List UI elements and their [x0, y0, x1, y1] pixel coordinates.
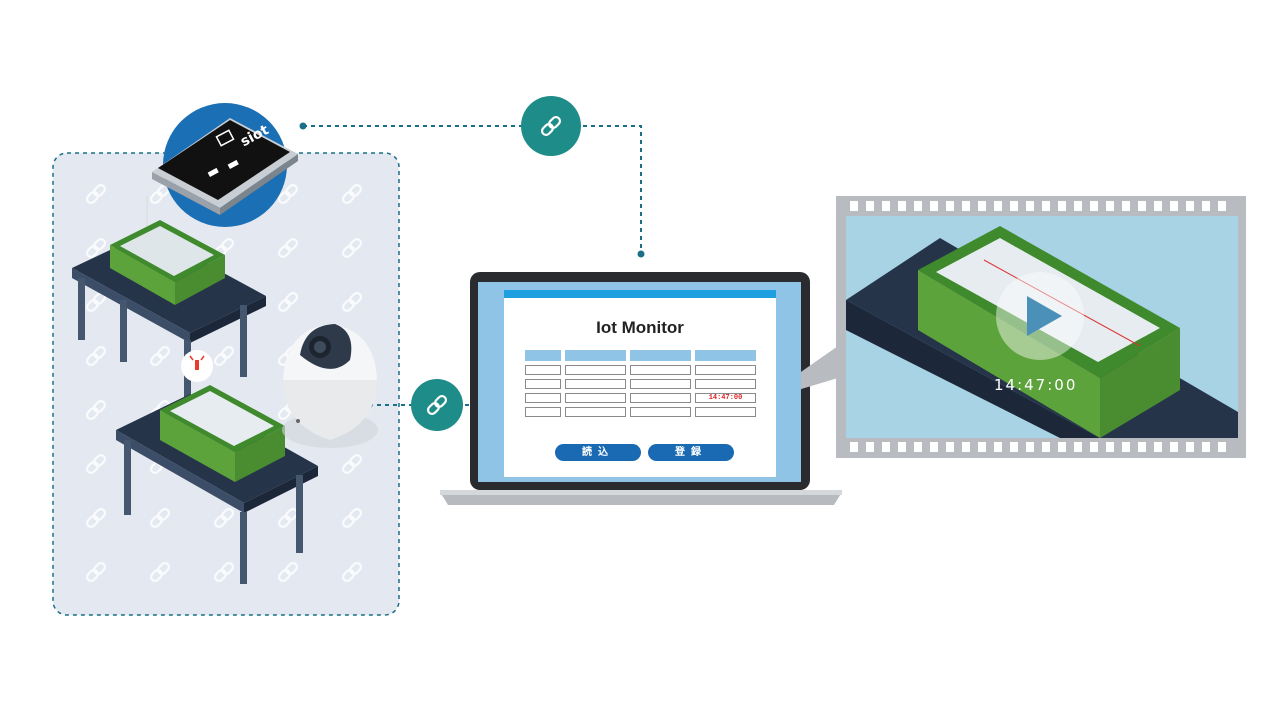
- line-endpoint: [637, 250, 645, 258]
- table-header-cell: [565, 350, 626, 361]
- play-icon[interactable]: [1027, 296, 1062, 336]
- link-icon: [411, 379, 463, 431]
- alert-icon: [181, 350, 213, 382]
- data-table: 14:47:00: [525, 350, 756, 417]
- table-cell[interactable]: [525, 407, 561, 417]
- table-cell[interactable]: [565, 407, 626, 417]
- table-cell[interactable]: [695, 407, 756, 417]
- conveyor-upper: [72, 196, 266, 400]
- link-icon: [521, 96, 581, 156]
- timestamp-cell[interactable]: 14:47:00: [695, 393, 756, 403]
- table-cell[interactable]: [630, 407, 691, 417]
- table-cell[interactable]: [525, 393, 561, 403]
- table-cell[interactable]: [630, 365, 691, 375]
- monitor-window: Iot Monitor 14:47:00 読込 登録: [504, 290, 776, 477]
- sensor-icon: [152, 103, 298, 227]
- monitor-title: Iot Monitor: [596, 318, 684, 337]
- table-header-cell: [525, 350, 561, 361]
- laptop-screen: Iot Monitor 14:47:00 読込 登録: [478, 282, 801, 482]
- table-cell[interactable]: [525, 379, 561, 389]
- table-cell[interactable]: [525, 365, 561, 375]
- table-cell[interactable]: [695, 365, 756, 375]
- window-title-bar: [504, 290, 776, 298]
- table-cell[interactable]: [565, 393, 626, 403]
- video-timestamp: 14:47:00: [994, 376, 1078, 394]
- line-endpoint: [299, 122, 307, 130]
- table-header-cell: [630, 350, 691, 361]
- table-cell[interactable]: [630, 379, 691, 389]
- camera-icon: [282, 324, 378, 448]
- table-cell[interactable]: [565, 379, 626, 389]
- film-holes-top: [850, 201, 1226, 211]
- register-button[interactable]: 登録: [648, 444, 734, 461]
- read-button[interactable]: 読込: [555, 444, 641, 461]
- table-cell[interactable]: [630, 393, 691, 403]
- table-cell[interactable]: [565, 365, 626, 375]
- table-header-cell: [695, 350, 756, 361]
- conveyor-lower: [116, 385, 318, 584]
- table-cell[interactable]: [695, 379, 756, 389]
- video-film-strip: [836, 196, 1246, 458]
- film-holes-bottom: [850, 442, 1226, 452]
